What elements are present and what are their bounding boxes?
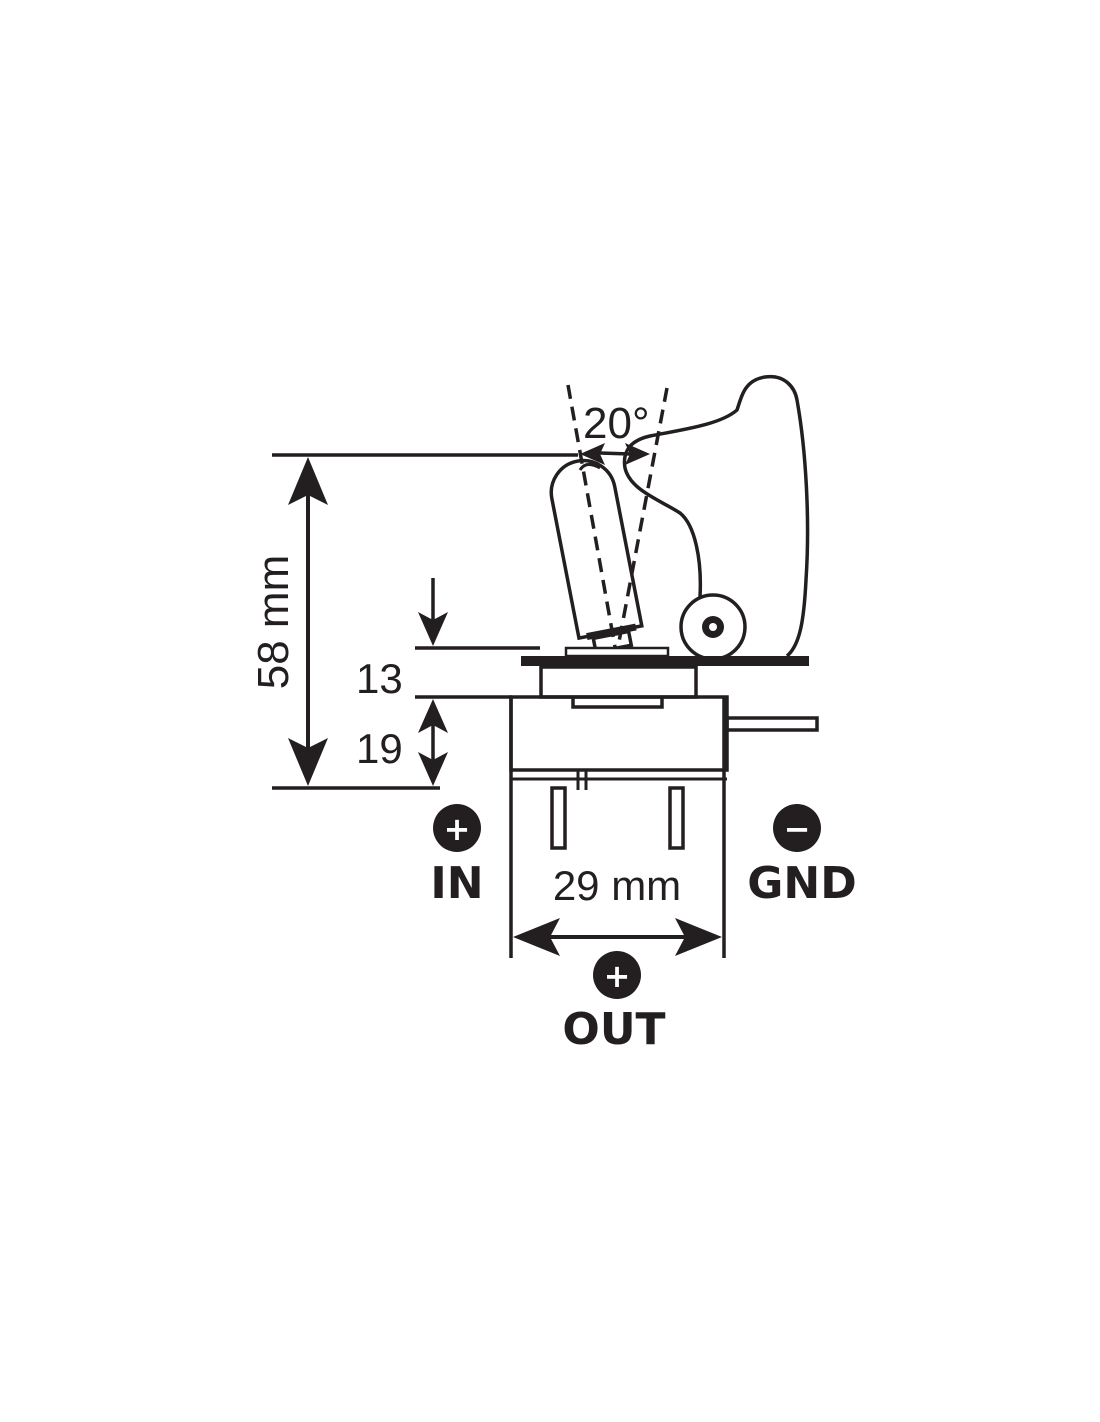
- minus-symbol: −: [784, 810, 811, 848]
- angle-label: 20°: [583, 399, 650, 448]
- angle-line-left: [566, 384, 617, 648]
- plus-icon: [593, 951, 641, 999]
- bushing: [539, 665, 698, 699]
- plus-symbol: +: [604, 957, 631, 995]
- mounting-plate: [521, 656, 809, 666]
- plus-symbol: +: [444, 810, 471, 848]
- terminal-gnd: − GND: [747, 804, 857, 909]
- terminal-label-in: IN: [430, 858, 483, 909]
- terminal-label-gnd: GND: [747, 858, 856, 909]
- terminal-in: + IN: [430, 804, 484, 909]
- body-height-label: 19: [356, 725, 403, 772]
- terminal-label-out: OUT: [562, 1004, 665, 1055]
- plus-icon: [433, 804, 481, 852]
- pin-left: [550, 786, 567, 850]
- safety-cover: [622, 374, 810, 658]
- bushing-height-label: 13: [356, 655, 403, 702]
- terminal-out: + OUT: [562, 951, 666, 1055]
- width-label: 29 mm: [553, 862, 681, 909]
- minus-icon: [773, 804, 821, 852]
- toggle-lever: [549, 458, 644, 655]
- height-label: 58 mm: [249, 555, 298, 689]
- pin-right: [668, 786, 685, 850]
